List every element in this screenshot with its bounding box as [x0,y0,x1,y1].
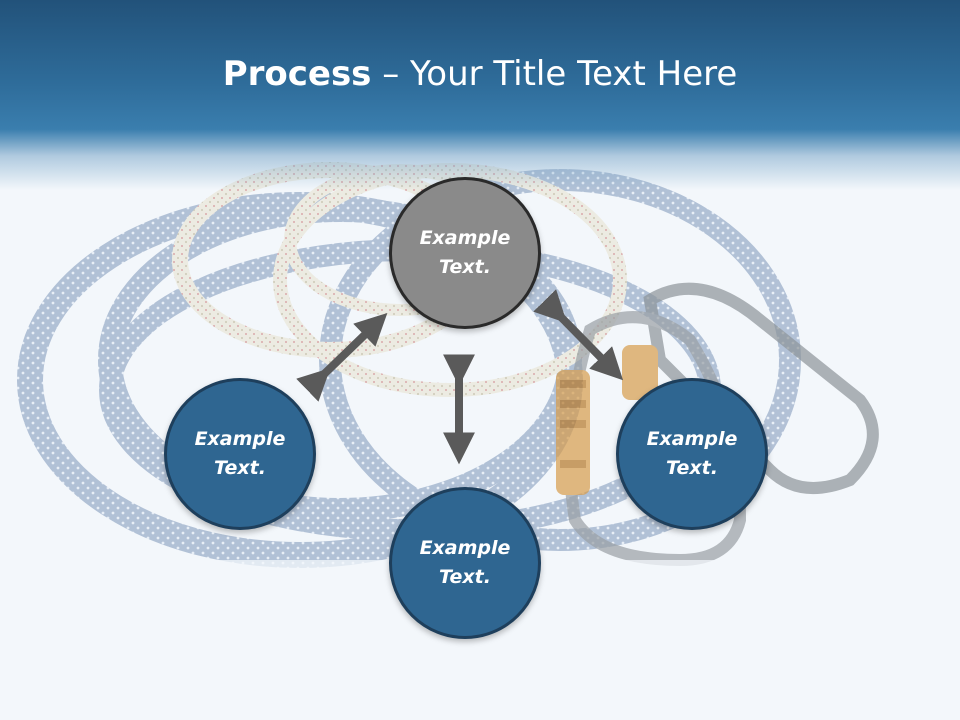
node-bottom-label: Example Text. [419,537,511,588]
node-bottom: Example Text. [389,487,541,639]
header-band [0,0,960,190]
title-rest: – Your Title Text Here [371,54,738,94]
node-left-label: Example Text. [194,428,286,479]
double-arrow-icon [296,313,388,402]
title-bold: Process [222,54,372,94]
node-right: Example Text. [616,378,768,530]
carabiner-background [556,282,879,567]
slide-title: Process – Your Title Text Here [0,52,960,96]
node-left: Example Text. [164,378,316,530]
node-right-label: Example Text. [646,428,738,479]
node-top-label: Example Text. [419,227,511,278]
node-top: Example Text. [389,177,541,329]
double-arrow-icon [533,289,624,381]
